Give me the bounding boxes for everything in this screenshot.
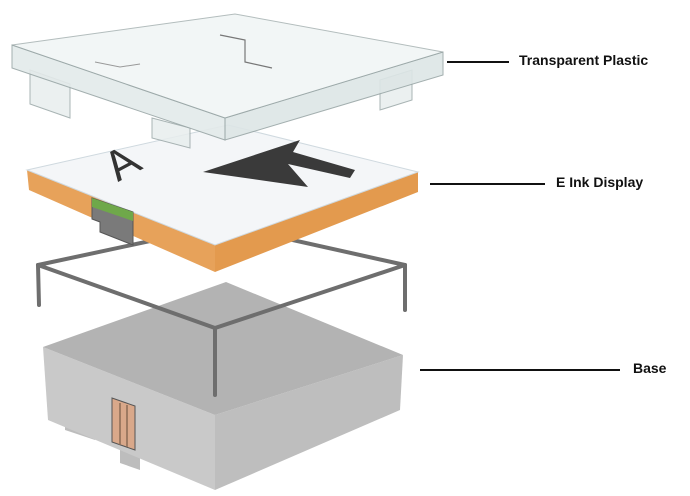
leader-line-base bbox=[420, 369, 620, 371]
leader-line-eink bbox=[430, 183, 545, 185]
label-transparent-plastic: Transparent Plastic bbox=[519, 52, 649, 68]
base-block bbox=[43, 282, 403, 490]
eink-connector-pcb bbox=[92, 198, 133, 221]
base-right-side bbox=[215, 355, 403, 490]
lid-tab-front bbox=[151, 117, 191, 149]
base-port bbox=[111, 397, 136, 451]
lid-top-face bbox=[11, 13, 444, 119]
label-eink-display: E Ink Display bbox=[556, 174, 644, 190]
label-base: Base bbox=[633, 360, 667, 376]
eink-display: A bbox=[25, 124, 420, 272]
base-top-face bbox=[43, 282, 403, 415]
leader-line-plastic bbox=[447, 61, 509, 63]
eink-top-face bbox=[25, 124, 420, 246]
eink-right-side bbox=[215, 172, 418, 272]
plastic-lid bbox=[11, 13, 444, 149]
eink-arrow bbox=[203, 140, 355, 187]
